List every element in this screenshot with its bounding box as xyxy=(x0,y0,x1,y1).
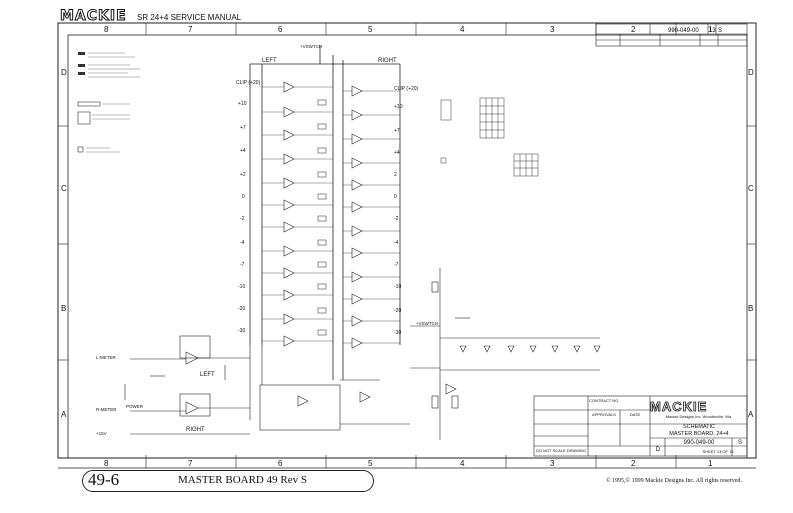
level-label: +4 xyxy=(240,148,246,154)
row-label: C xyxy=(748,184,754,193)
page-footer-box xyxy=(82,470,374,492)
row-label: D xyxy=(748,68,754,77)
zone-label: 1 xyxy=(708,25,713,34)
meter-ladder-buses xyxy=(249,45,401,380)
copyright-notice: © 1995,© 1999 Mackie Designs Inc. All ri… xyxy=(606,478,742,484)
zone-label: 1 xyxy=(708,459,713,468)
level-label: -20 xyxy=(394,308,402,314)
zone-label: 6 xyxy=(278,25,283,34)
ladder-rungs xyxy=(262,86,400,344)
revision-block xyxy=(595,23,748,47)
left-comparators xyxy=(283,81,295,347)
level-label: -4 xyxy=(394,240,399,246)
level-label: 2 xyxy=(394,172,397,178)
plus15-label: +15V xyxy=(96,431,107,436)
title-block-frame xyxy=(533,395,748,457)
approvals-label: APPROVALS xyxy=(592,412,616,417)
vsw-label: +VSWTCH xyxy=(300,44,323,49)
row-label: B xyxy=(61,304,67,313)
clip-right-label: CLIP (+20) xyxy=(394,86,419,92)
manual-title: SR 24+4 SERVICE MANUAL xyxy=(137,13,242,22)
r-meter-label: R-METER xyxy=(96,407,117,412)
level-label: -2 xyxy=(240,216,245,222)
doc-number: 990-049-00 xyxy=(683,440,715,446)
right-comparators xyxy=(351,85,363,349)
level-label: -7 xyxy=(240,262,245,268)
zone-label: 4 xyxy=(460,25,465,34)
date-label: DATE xyxy=(629,412,641,417)
level-label: +7 xyxy=(240,125,246,131)
zone-label: 2 xyxy=(631,25,636,34)
level-label: -20 xyxy=(238,306,246,312)
zone-label: 7 xyxy=(188,25,193,34)
right-buffer-label: RIGHT xyxy=(186,427,205,433)
led-grid xyxy=(440,97,539,177)
size-value: D xyxy=(655,447,661,453)
parts-legend xyxy=(77,52,101,153)
level-label: +4 xyxy=(394,150,400,156)
title-block-logo: MACKIE xyxy=(650,399,708,415)
page-number: 49-6 xyxy=(88,470,120,489)
zone-label: 7 xyxy=(188,459,193,468)
zone-label: 8 xyxy=(104,459,109,468)
level-label: -10 xyxy=(238,284,246,290)
level-label: 0 xyxy=(242,194,245,200)
level-label: -2 xyxy=(394,216,399,222)
zone-label: 3 xyxy=(550,25,555,34)
row-label: B xyxy=(748,304,754,313)
rev-top: S xyxy=(718,28,722,34)
row-label: A xyxy=(61,410,67,419)
zone-label: 5 xyxy=(368,459,373,468)
led-bargraph xyxy=(410,268,601,440)
input-buffers xyxy=(124,335,410,435)
l-meter-label: L-METER xyxy=(96,355,116,360)
level-label: 0 xyxy=(394,194,397,200)
vswitch-label: +VSWTCH xyxy=(416,321,439,326)
footer-title: MASTER BOARD 49 Rev S xyxy=(178,474,307,486)
right-channel-label: RIGHT xyxy=(378,58,397,64)
schematic-label: SCHEMATIC xyxy=(683,424,715,430)
mackie-logo: MACKIE xyxy=(60,8,127,25)
zone-label: 5 xyxy=(368,25,373,34)
zone-label: 4 xyxy=(460,459,465,468)
rev-value: S xyxy=(737,440,742,446)
level-label: +7 xyxy=(394,128,400,134)
company-name: Mackie Designs Inc. Woodinville, Wa. xyxy=(665,414,733,419)
power-label: POWER xyxy=(126,404,144,409)
zone-label: 8 xyxy=(104,25,109,34)
left-buffer-label: LEFT xyxy=(200,372,215,378)
level-label: -30 xyxy=(238,328,246,334)
sheet-top: 13 xyxy=(709,28,716,34)
level-label: +10 xyxy=(238,101,247,107)
level-label: -7 xyxy=(394,262,399,268)
clip-left-label: CLIP (+20) xyxy=(236,80,261,86)
board-name: MASTER BOARD, 24+4 xyxy=(669,431,729,437)
legend-text-lines xyxy=(86,52,140,153)
zone-label: 3 xyxy=(550,459,555,468)
zone-label: 2 xyxy=(631,459,636,468)
scale-note: DO NOT SCALE DRAWING xyxy=(535,448,586,453)
level-label: +10 xyxy=(394,104,403,110)
contract-label: CONTRACT NO. xyxy=(589,398,620,403)
zone-ticks xyxy=(58,23,756,468)
zone-label: 6 xyxy=(278,459,283,468)
row-label: C xyxy=(61,184,67,193)
row-label: D xyxy=(61,68,67,77)
level-label: -10 xyxy=(394,284,402,290)
level-label: +2 xyxy=(240,172,246,178)
level-label: -30 xyxy=(394,330,402,336)
inner-border xyxy=(67,34,748,459)
level-label: -4 xyxy=(240,240,245,246)
ladder-resistors xyxy=(317,99,327,336)
left-channel-label: LEFT xyxy=(262,58,277,64)
sheet-value: SHEET 13 OF 15 xyxy=(702,449,734,454)
doc-number-top: 990-049-00 xyxy=(668,28,699,34)
row-label: A xyxy=(748,410,754,419)
